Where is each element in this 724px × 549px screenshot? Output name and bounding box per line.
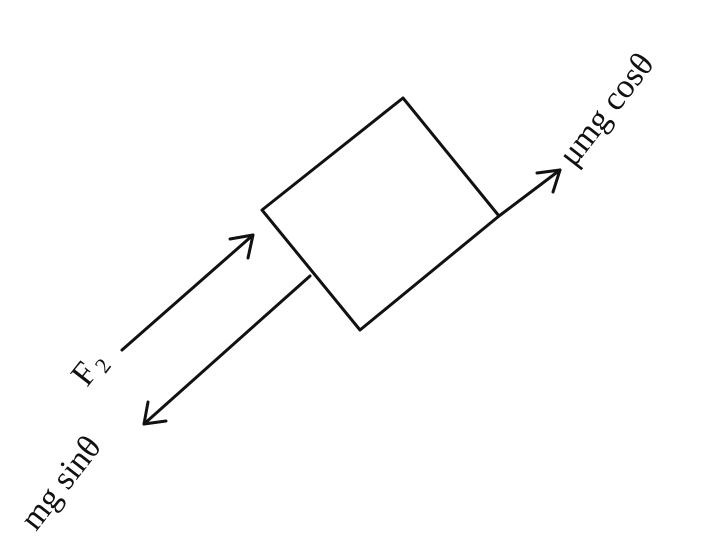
applied-force-arrow (120, 233, 255, 352)
friction-force-arrow (497, 168, 562, 218)
block (260, 96, 501, 332)
applied-force-label: F2 (64, 344, 116, 395)
friction-label: μmg cosθ (551, 46, 661, 173)
gravity-component-arrow (142, 274, 312, 426)
gravity-component-label: mg sinθ (13, 429, 109, 537)
